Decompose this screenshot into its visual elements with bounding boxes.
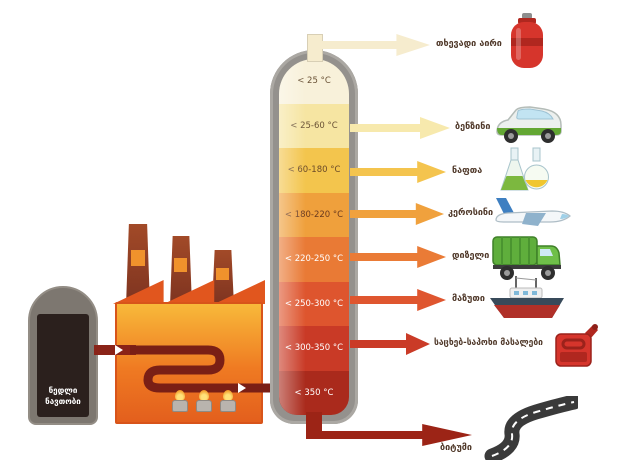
fraction-arrow: [350, 333, 430, 355]
fraction-segment: < 250-300 °C: [279, 281, 349, 326]
fraction-temp-label: < 250-300 °C: [284, 298, 344, 309]
fraction-arrow: [350, 246, 446, 268]
fraction-segment: < 350 °C: [279, 370, 349, 415]
fraction-product-label: კეროსინი: [448, 208, 494, 218]
oil-can-icon: [552, 322, 600, 370]
fraction-temp-label: < 60-180 °C: [287, 165, 341, 176]
chimney-band: [174, 258, 187, 272]
fraction-product-label: მაზუთი: [452, 294, 485, 304]
distillation-column: < 25 °C < 25-60 °C < 60-180 °C < 180-220…: [279, 59, 349, 415]
chimney-band: [131, 250, 145, 266]
truck-icon: [490, 230, 564, 282]
flasks-icon: [496, 146, 552, 196]
fraction-product-label: თხევადი აირი: [436, 39, 502, 49]
fraction-arrow: [350, 203, 444, 225]
crude-oil-label-line1: ნედლი: [48, 386, 78, 395]
road-icon: [484, 394, 582, 464]
fraction-segment: < 25-60 °C: [279, 103, 349, 148]
car-icon: [492, 98, 566, 148]
fraction-temp-label: < 25-60 °C: [290, 120, 338, 131]
fraction-product-label: საცხებ-საპოხი მასალები: [434, 338, 543, 348]
fraction-temp-label: < 300-350 °C: [284, 343, 344, 354]
flow-arrow-icon: [115, 345, 123, 355]
flow-arrow-icon: [238, 383, 246, 393]
fraction-product-label: ბენზინი: [455, 122, 491, 132]
flame-icon: [223, 390, 233, 401]
crude-oil-label: ნედლი ნავთობი: [37, 386, 89, 408]
crude-oil-tank-window: [37, 314, 89, 417]
fraction-arrow: [318, 34, 430, 56]
fraction-arrow: [350, 289, 446, 311]
fraction-product-label: ბიტუმი: [440, 443, 472, 453]
burner: [172, 400, 188, 412]
fraction-segment: < 60-180 °C: [279, 148, 349, 193]
fraction-segment: < 220-250 °C: [279, 237, 349, 282]
fraction-product-label: ნაფთა: [452, 166, 483, 176]
flame-icon: [175, 390, 185, 401]
fraction-product-label: დიზელი: [452, 251, 490, 261]
flame-icon: [199, 390, 209, 401]
fraction-segment: < 300-350 °C: [279, 326, 349, 371]
fraction-temp-label: < 25 °C: [297, 76, 331, 87]
fraction-arrow: [350, 117, 450, 139]
fraction-segment: < 25 °C: [279, 59, 349, 104]
fraction-temp-label: < 350 °C: [294, 387, 334, 398]
crude-oil-label-line2: ნავთობი: [45, 396, 81, 406]
fraction-temp-label: < 180-220 °C: [284, 209, 344, 220]
burner: [220, 400, 236, 412]
gas-cylinder-icon: [506, 12, 548, 70]
airplane-icon: [492, 194, 574, 236]
fraction-arrow: [350, 161, 446, 183]
fraction-temp-label: < 220-250 °C: [284, 254, 344, 265]
ship-icon: [486, 274, 568, 326]
factory-building: [115, 302, 263, 424]
fraction-segment: < 180-220 °C: [279, 192, 349, 237]
burner: [196, 400, 212, 412]
heating-coil-pipe: [130, 345, 300, 393]
chimney-band: [216, 268, 229, 280]
